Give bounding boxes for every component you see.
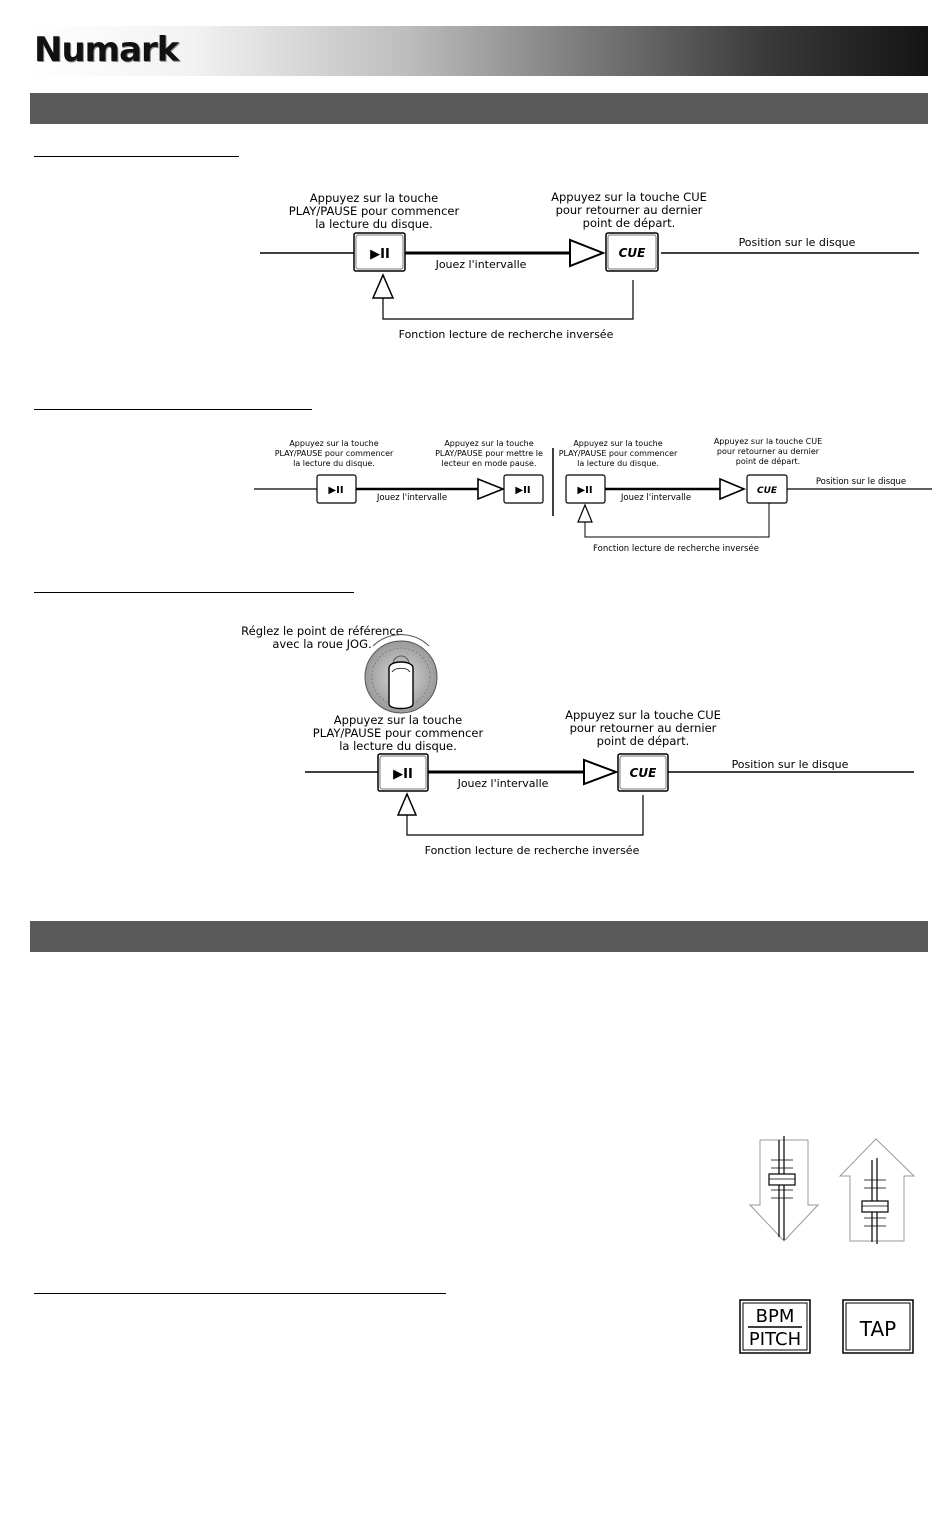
jog-caption-line-1: Réglez le point de référence <box>241 624 403 638</box>
play3-caption-line-3: la lecture du disque. <box>339 739 457 753</box>
jog-wheel-icon <box>364 634 438 714</box>
bpm-pitch-button-icon: BPM PITCH <box>739 1299 811 1354</box>
play-pause-icon: ▶II <box>370 247 390 262</box>
play-pause-icon-2b: ▶II <box>515 485 530 496</box>
interval-label: Jouez l'intervalle <box>435 258 527 271</box>
reverse-label-2: Fonction lecture de recherche inversée <box>593 543 759 554</box>
play2-caption-line-1: Appuyez sur la touche <box>573 439 662 448</box>
heading-underline-3 <box>34 592 354 593</box>
forward-arrow <box>569 238 606 268</box>
play-pause-button-2a <box>316 474 357 504</box>
pitch-fader-up-icon <box>838 1138 916 1244</box>
play3-caption-line-2: PLAY/PAUSE pour commencer <box>313 726 484 740</box>
tap-button-icon: TAP <box>842 1299 914 1354</box>
cue2-caption-line-2: pour retourner au dernier <box>717 447 820 456</box>
pause-caption-line-3: lecteur en mode pause. <box>442 459 537 468</box>
cue-button-3 <box>617 753 669 792</box>
play-caption-line-2: PLAY/PAUSE pour commencer <box>289 204 460 218</box>
cue2-caption-line-1: Appuyez sur la touche CUE <box>714 437 822 446</box>
header-gradient <box>30 26 928 76</box>
reverse-arrow <box>371 273 395 299</box>
cue2-caption-line-3: point de départ. <box>736 456 800 466</box>
cue-label: CUE <box>619 246 647 260</box>
play1-caption-line-3: la lecture du disque. <box>293 459 375 468</box>
play-pause-icon-2c: ▶II <box>577 485 592 496</box>
play-pause-icon-2a: ▶II <box>328 485 343 496</box>
pitch-label: PITCH <box>749 1329 801 1350</box>
interval-label-3: Jouez l'intervalle <box>457 777 549 790</box>
interval-label-2b: Jouez l'intervalle <box>620 493 691 503</box>
position-label: Position sur le disque <box>739 236 856 249</box>
play2-caption-line-2: PLAY/PAUSE pour commencer <box>559 449 678 458</box>
play-pause-button-2b <box>503 474 544 504</box>
cue-diagram-basic: Appuyez sur la touche PLAY/PAUSE pour co… <box>260 190 919 341</box>
pause-caption-line-2: PLAY/PAUSE pour mettre le <box>435 449 543 458</box>
cue-label-2: CUE <box>757 486 778 496</box>
play1-caption-line-2: PLAY/PAUSE pour commencer <box>275 449 394 458</box>
cue-caption-line-2: pour retourner au dernier <box>556 203 703 217</box>
play-pause-button-3 <box>377 753 429 792</box>
heading-underline-1 <box>34 156 239 157</box>
interval-label-2a: Jouez l'intervalle <box>376 493 447 503</box>
heading-underline-2 <box>34 409 312 410</box>
page-header: Numark <box>0 0 950 80</box>
cue-diagram-jog: Réglez le point de référence avec la rou… <box>241 624 914 857</box>
position-label-2: Position sur le disque <box>816 477 906 487</box>
position-label-3: Position sur le disque <box>732 758 849 771</box>
cue3-caption-line-2: pour retourner au dernier <box>570 721 717 735</box>
play3-caption-line-1: Appuyez sur la touche <box>334 713 462 727</box>
cue-diagram-stutter: Appuyez sur la touche PLAY/PAUSE pour co… <box>254 437 932 554</box>
play-pause-icon-3: ▶II <box>393 767 413 782</box>
play-pause-button <box>353 232 406 272</box>
cue-label-3: CUE <box>630 766 658 780</box>
heading-underline-4 <box>34 1293 446 1294</box>
play1-caption-line-1: Appuyez sur la touche <box>289 439 378 448</box>
cue-caption-line-3: point de départ. <box>583 216 676 230</box>
cue3-caption-line-3: point de départ. <box>597 734 690 748</box>
bpm-label: BPM <box>756 1306 795 1327</box>
brand-logo: Numark <box>34 30 179 70</box>
cue-caption-line-1: Appuyez sur la touche CUE <box>551 190 707 204</box>
cue-button <box>605 232 659 272</box>
section-bar-1 <box>30 93 928 124</box>
play-caption-line-3: la lecture du disque. <box>315 217 433 231</box>
section-bar-2 <box>30 921 928 952</box>
pause-caption-line-1: Appuyez sur la touche <box>444 439 533 448</box>
tap-label: TAP <box>859 1317 896 1341</box>
jog-caption-line-2: avec la roue JOG. <box>272 637 371 651</box>
play2-caption-line-3: la lecture du disque. <box>577 459 659 468</box>
reverse-label: Fonction lecture de recherche inversée <box>399 328 614 341</box>
reverse-label-3: Fonction lecture de recherche inversée <box>425 844 640 857</box>
play-caption-line-1: Appuyez sur la touche <box>310 191 438 205</box>
cue3-caption-line-1: Appuyez sur la touche CUE <box>565 708 721 722</box>
pitch-fader-down-icon <box>748 1136 820 1242</box>
